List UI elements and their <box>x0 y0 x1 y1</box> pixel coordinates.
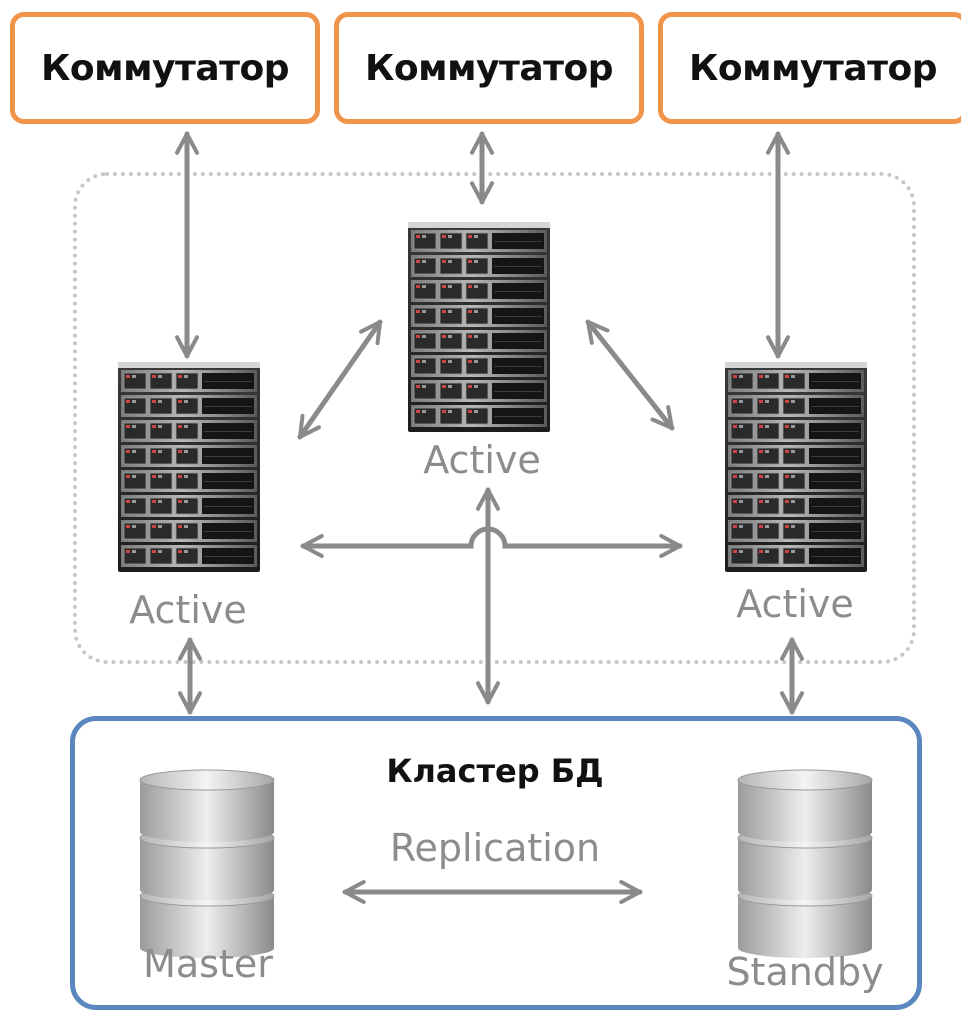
server-status-label: Active <box>129 588 247 632</box>
replication-label: Replication <box>389 826 601 870</box>
db-cluster-title: Кластер БД <box>386 752 604 790</box>
switch-box-right: Коммутатор <box>658 12 961 124</box>
arrow-left-right <box>300 526 683 558</box>
server-rack-icon <box>118 362 260 572</box>
switch-label: Коммутатор <box>40 47 290 89</box>
switch-label: Коммутатор <box>688 47 938 89</box>
master-label: Master <box>143 942 273 986</box>
switch-box-left: Коммутатор <box>10 12 320 124</box>
server-rack-icon <box>725 362 867 572</box>
database-cylinder-icon <box>737 769 873 958</box>
server-rack-icon <box>408 222 550 432</box>
server-status-label: Active <box>736 582 854 626</box>
standby-label: Standby <box>726 950 884 994</box>
switch-box-center: Коммутатор <box>334 12 644 124</box>
arrow-left-center <box>297 319 383 440</box>
database-cylinder-icon <box>139 769 275 958</box>
switch-label: Коммутатор <box>364 47 614 89</box>
arrow-center-right <box>585 319 675 431</box>
server-status-label: Active <box>423 438 541 482</box>
